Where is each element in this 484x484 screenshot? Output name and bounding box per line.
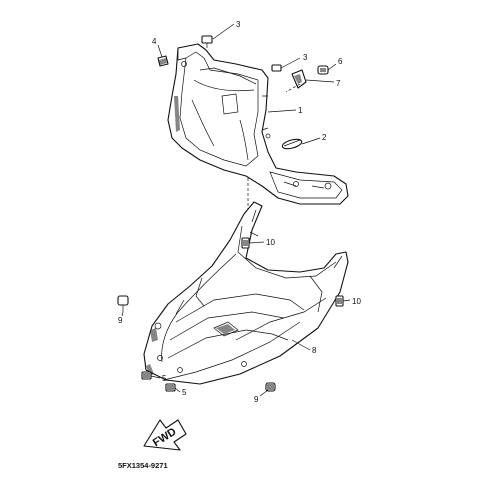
emblem-2 xyxy=(281,138,303,150)
screw-5-lower xyxy=(165,383,176,392)
callout-2: 2 xyxy=(322,133,327,142)
fwd-arrow-icon: FWD xyxy=(143,419,187,451)
callout-3-right: 3 xyxy=(303,53,308,62)
callout-5-upper: 5 xyxy=(162,374,167,383)
drawing-code: 5FX1354-9271 xyxy=(118,461,168,470)
footrest-board-part xyxy=(143,201,349,385)
callout-6: 6 xyxy=(338,57,343,66)
screw-4 xyxy=(157,55,169,67)
leader-lines xyxy=(121,23,351,397)
bolt-3-top xyxy=(201,35,213,48)
callout-3-top: 3 xyxy=(236,20,241,29)
assembly-line-clip xyxy=(285,83,301,93)
screw-5-upper xyxy=(141,371,152,380)
callout-1: 1 xyxy=(298,106,303,115)
callout-4: 4 xyxy=(152,37,157,46)
callout-10-left: 10 xyxy=(266,238,275,247)
callout-9-left: 9 xyxy=(118,316,123,325)
callout-8: 8 xyxy=(312,346,317,355)
callout-10-right: 10 xyxy=(352,297,361,306)
callout-7: 7 xyxy=(336,79,341,88)
bolt-10-right xyxy=(335,295,344,307)
bolt-3-right xyxy=(271,64,282,72)
callout-5-lower: 5 xyxy=(182,388,187,397)
leg-shield-part xyxy=(167,43,349,205)
bolt-6 xyxy=(317,65,329,75)
callout-9-bottom: 9 xyxy=(254,395,259,404)
bolt-10-left xyxy=(241,237,250,249)
clip-7 xyxy=(291,69,307,89)
bolt-9-bottom xyxy=(265,382,276,392)
bolt-9-left xyxy=(117,295,129,312)
